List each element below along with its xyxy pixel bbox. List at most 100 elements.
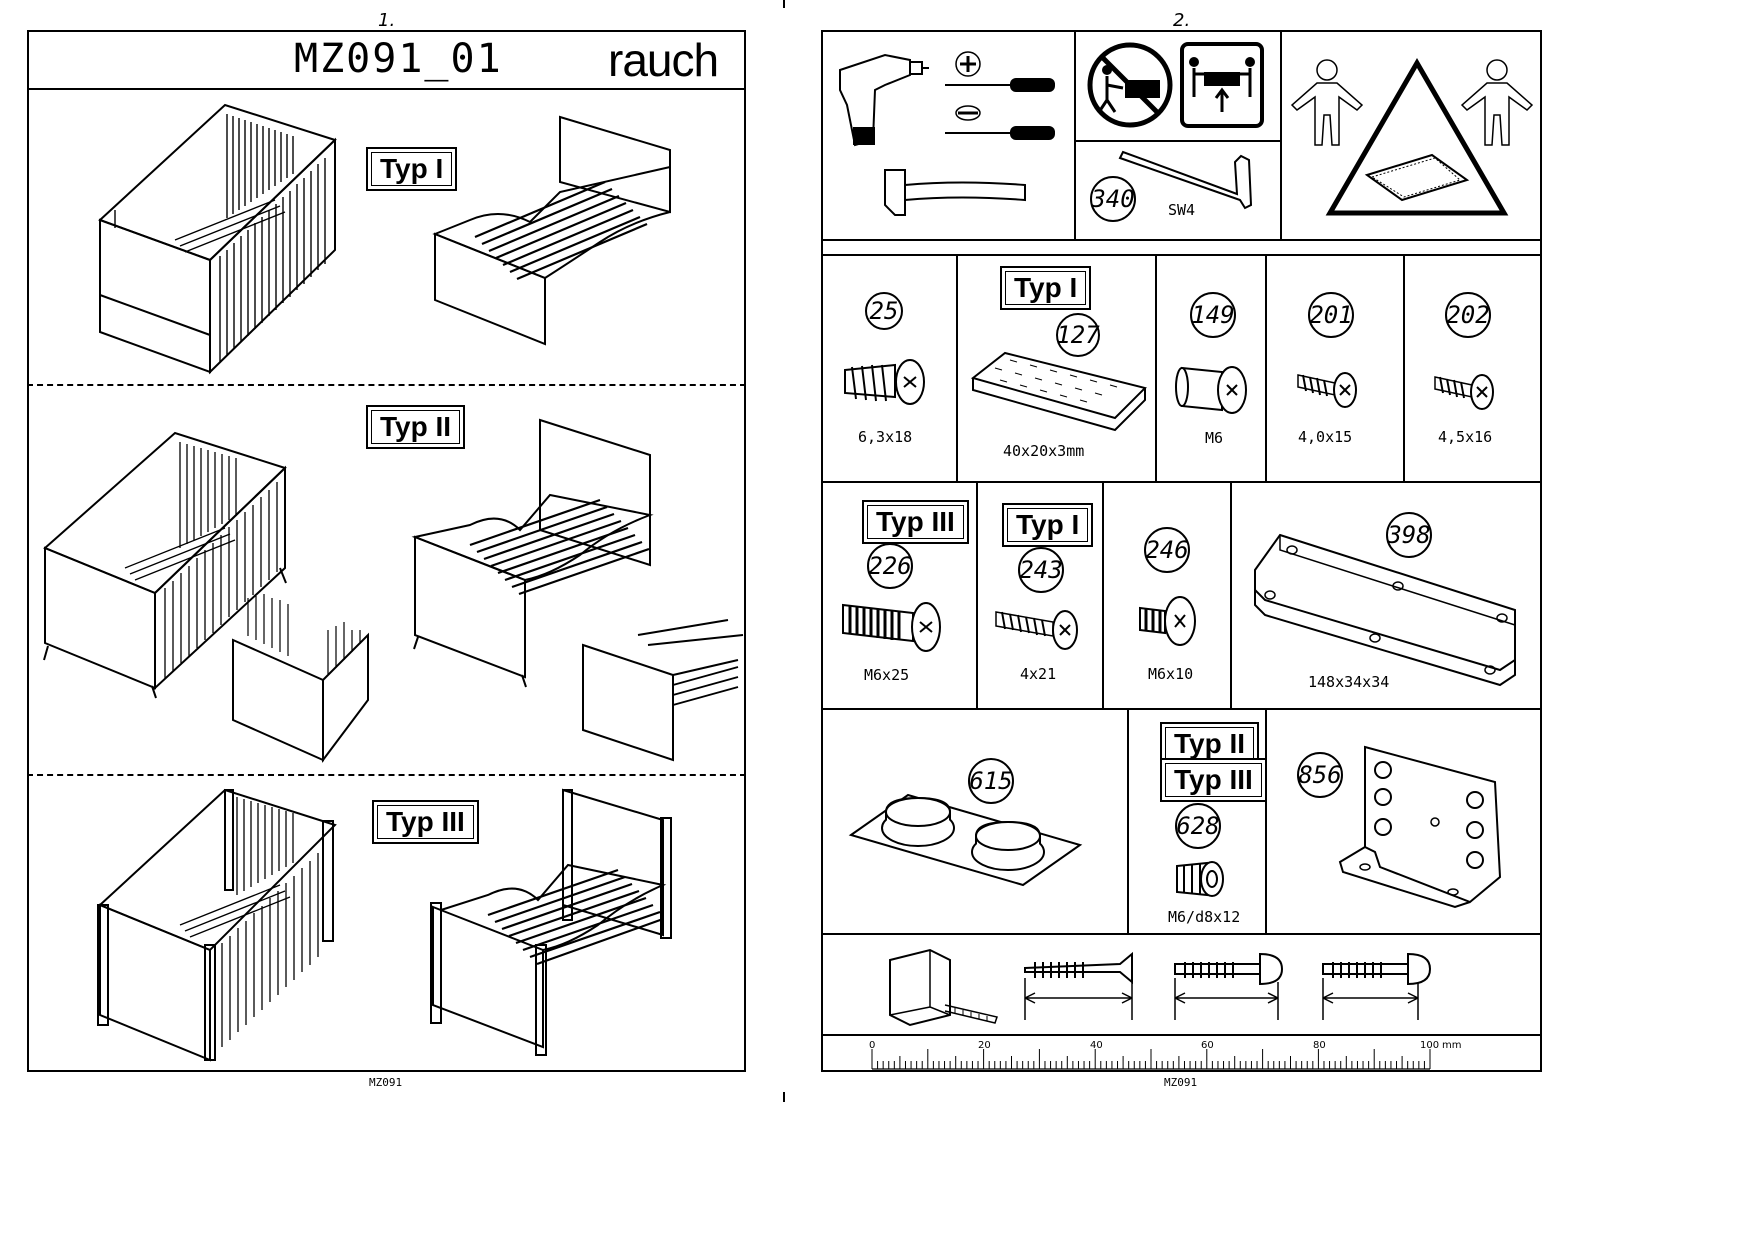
part-201-size: 4,0x15	[1298, 428, 1353, 446]
page1-header-divider	[27, 88, 746, 90]
row2-divider-1	[976, 481, 978, 708]
brand-logo: rauch	[608, 34, 719, 86]
ruler-label-100: 100	[1420, 1040, 1440, 1051]
bed-typ1-illustration	[432, 115, 671, 346]
barrel-nut-149-icon	[1175, 366, 1247, 414]
page1-frame	[27, 30, 746, 1072]
part-127-size: 40x20x3mm	[1003, 442, 1085, 460]
part-615-number: 615	[968, 758, 1014, 804]
felt-pad-127-icon	[970, 351, 1147, 432]
typ-1-label-127: Typ I	[1000, 266, 1092, 310]
drill-icon	[839, 53, 929, 147]
section-divider-1	[27, 384, 746, 386]
row1-divider-1	[956, 254, 958, 481]
row3-divider-1	[1127, 708, 1129, 933]
screw-201-icon	[1297, 372, 1357, 408]
crib-typ3-illustration	[97, 788, 337, 1062]
part-856-number: 856	[1297, 752, 1343, 798]
tape-measure-icon	[889, 948, 998, 1027]
typ-3-label-628: Typ III	[1160, 758, 1267, 802]
bolt-226-icon	[842, 602, 941, 652]
crib-typ2-illustration	[43, 431, 287, 699]
part-246-number: 246	[1144, 527, 1190, 573]
part-25-number: 25	[865, 292, 903, 330]
part-243-number: 243	[1018, 547, 1064, 593]
part-628-size: M6/d8x12	[1168, 908, 1241, 926]
part-202-size: 4,5x16	[1438, 428, 1493, 446]
typ-2-label: Typ II	[366, 405, 466, 449]
part-127-number: 127	[1056, 313, 1100, 357]
bed-typ3-illustration	[430, 788, 672, 1056]
part-226-size: M6x25	[864, 666, 910, 684]
crib-typ1-illustration	[98, 103, 337, 375]
allen-key-size: SW4	[1168, 201, 1196, 219]
crib-typ2-side-parts	[232, 594, 369, 763]
allen-key-icon	[1118, 150, 1253, 210]
page2-frame	[821, 30, 1542, 1072]
screw-length-roundhead-icon-2	[1322, 952, 1432, 1020]
screw-length-countersunk-icon	[1024, 951, 1133, 1020]
part-25-size: 6,3x18	[858, 428, 913, 446]
part-202-number: 202	[1445, 292, 1491, 338]
screwdriver-phillips-icon	[945, 51, 1055, 92]
typ-3-label-226: Typ III	[862, 500, 969, 544]
two-person-warning-icon	[1290, 58, 1534, 216]
part-149-size: M6	[1205, 429, 1224, 447]
part-149-number: 149	[1190, 292, 1236, 338]
tools-bottom	[821, 239, 1542, 241]
row1-divider-2	[1155, 254, 1157, 481]
lift-icon	[1180, 42, 1264, 128]
angle-bracket-398-icon	[1254, 533, 1516, 687]
ruler-scale	[871, 1049, 1431, 1070]
tools-divider-2	[1280, 30, 1282, 240]
model-code: MZ091_01	[294, 36, 503, 82]
ruler-label-80: 80	[1313, 1040, 1326, 1051]
bed-typ2-detail-parts	[582, 619, 744, 762]
ruler-label-0: 0	[869, 1040, 876, 1051]
screw-243-icon	[995, 610, 1078, 650]
part-243-size: 4x21	[1020, 665, 1057, 683]
typ-1-label: Typ I	[366, 147, 458, 191]
ruler-label-20: 20	[978, 1040, 991, 1051]
page1-number: 1.	[378, 10, 396, 31]
tools-divider-1	[1074, 30, 1076, 240]
corner-bracket-856-icon	[1338, 745, 1502, 909]
hammer-icon	[884, 169, 1026, 216]
page1-footer: MZ091	[369, 1076, 403, 1089]
section-divider-2	[27, 774, 746, 776]
part-398-size: 148x34x34	[1308, 673, 1390, 691]
row1-divider-3	[1265, 254, 1267, 481]
bed-typ2-illustration	[411, 418, 654, 688]
ruler-label-40: 40	[1090, 1040, 1103, 1051]
typ-3-label: Typ III	[372, 800, 479, 844]
row3-divider-2	[1265, 708, 1267, 933]
part-201-number: 201	[1308, 292, 1354, 338]
bolt-246-icon	[1139, 596, 1196, 646]
row3-top	[821, 708, 1542, 710]
screwdriver-flat-icon	[945, 105, 1055, 140]
page2-number: 2.	[1173, 10, 1191, 31]
screw-25-icon	[844, 359, 925, 405]
row1-divider-4	[1403, 254, 1405, 481]
part-340-number: 340	[1090, 176, 1136, 222]
row4-top	[821, 933, 1542, 935]
part-246-size: M6x10	[1148, 665, 1194, 683]
ruler-unit: mm	[1442, 1040, 1462, 1051]
part-398-number: 398	[1386, 512, 1432, 558]
row2-divider-2	[1102, 481, 1104, 708]
row2-divider-3	[1230, 481, 1232, 708]
ruler-label-60: 60	[1201, 1040, 1214, 1051]
screw-202-icon	[1434, 374, 1494, 410]
no-drag-icon	[1087, 42, 1173, 128]
part-226-number: 226	[867, 543, 913, 589]
ruler-top	[821, 1034, 1542, 1036]
page2-footer: MZ091	[1164, 1076, 1198, 1089]
row1-top	[821, 254, 1542, 256]
fold-mark-top	[783, 0, 785, 8]
row2-top	[821, 481, 1542, 483]
insert-nut-628-icon	[1176, 861, 1224, 897]
part-628-number: 628	[1175, 803, 1221, 849]
screw-length-roundhead-icon-1	[1174, 952, 1284, 1020]
typ-1-label-243: Typ I	[1002, 503, 1094, 547]
tools-divider-h	[1074, 140, 1280, 142]
